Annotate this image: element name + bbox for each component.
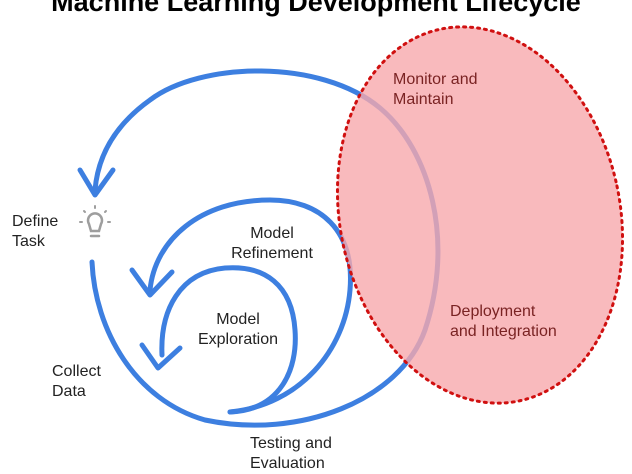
diagram-title: Machine Learning Development Lifecycle [51,0,581,17]
stage-collect-data-label: Collect Data [52,363,101,400]
stage-define-task-label: Define Task [12,213,59,250]
deployment-monitoring-zone [335,25,625,405]
exploration-loop-arrowhead [139,342,183,371]
stage-testing-evaluation-label: Testing and Evaluation [250,435,332,472]
stage-model-exploration-label: Model Exploration [197,311,279,348]
stage-monitor-maintain-label: Monitor and Maintain [393,71,478,108]
exploration-loop-arc [159,265,298,415]
outer-cycle-arrowhead [77,167,116,198]
lightbulb-icon [79,205,111,238]
refinement-loop-arc [147,197,353,415]
refinement-loop-arrowhead [129,267,175,298]
stage-deployment-integration-label: Deployment and Integration [450,303,557,340]
stage-model-refinement-label: Model Refinement [231,225,313,262]
